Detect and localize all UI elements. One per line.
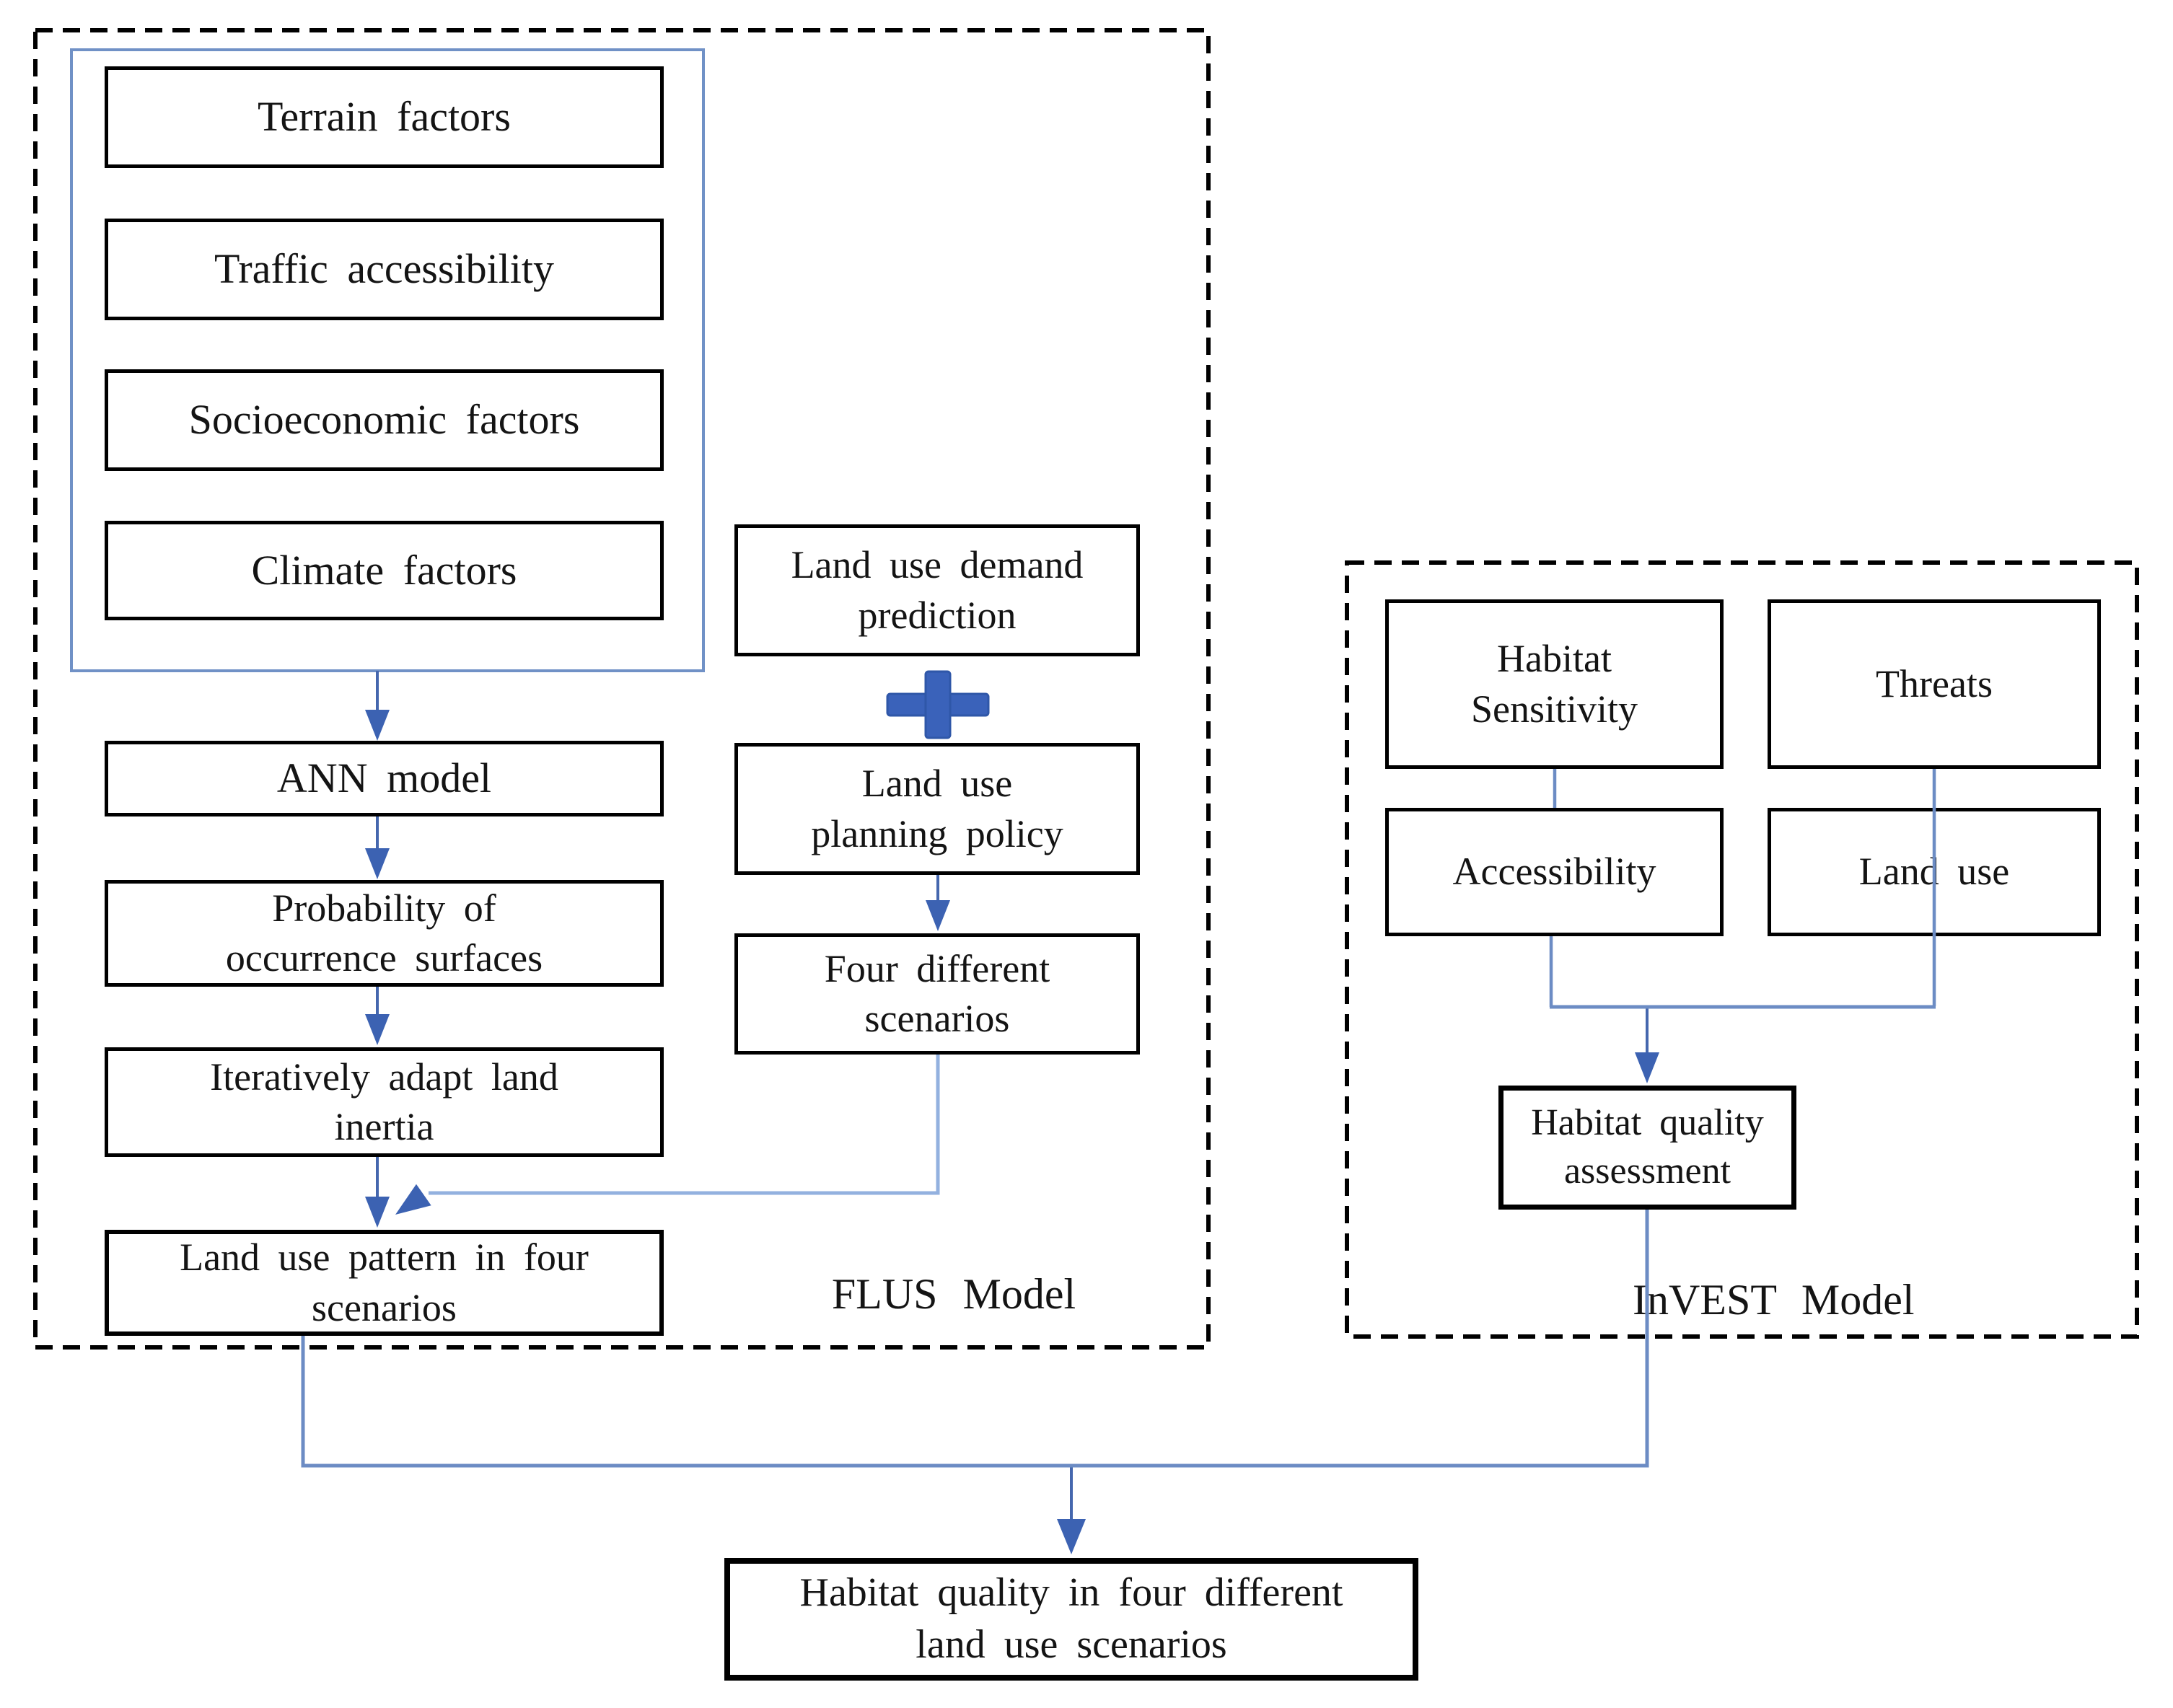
- arrowhead-inertia: [365, 1014, 390, 1045]
- box-traffic-accessibility: Traffic accessibility: [105, 219, 664, 320]
- box-socioeconomic-factors: Socioeconomic factors: [105, 369, 664, 471]
- box-probability-of-occurrence: Probability of occurrence surfaces: [105, 880, 664, 987]
- box-ann-model: ANN model: [105, 741, 664, 816]
- box-land-use-pattern: Land use pattern in four scenarios: [105, 1230, 664, 1336]
- box-accessibility: Accessibility: [1385, 808, 1724, 936]
- box-climate-factors: Climate factors: [105, 521, 664, 620]
- box-iteratively-adapt-land-inertia: Iteratively adapt land inertia: [105, 1047, 664, 1157]
- flus-model-label: FLUS Model: [831, 1270, 1076, 1318]
- arrowhead-probability: [365, 848, 390, 879]
- arrowhead-scenarios: [926, 900, 950, 931]
- box-habitat-quality-assessment: Habitat quality assessment: [1498, 1086, 1796, 1210]
- arrowhead-final: [1057, 1519, 1086, 1554]
- arrowhead-assessment: [1635, 1052, 1659, 1083]
- box-terrain-factors: Terrain factors: [105, 66, 664, 168]
- arrowhead-pattern: [365, 1197, 390, 1228]
- box-land-use-demand-prediction: Land use demand prediction: [734, 524, 1140, 656]
- box-final-habitat-quality: Habitat quality in four different land u…: [724, 1558, 1418, 1681]
- box-land-use: Land use: [1768, 808, 2101, 936]
- box-four-different-scenarios: Four different scenarios: [734, 933, 1140, 1055]
- invest-model-label: InVEST Model: [1633, 1276, 1915, 1324]
- arrowhead-merge-pattern: [395, 1184, 431, 1215]
- box-land-use-planning-policy: Land use planning policy: [734, 743, 1140, 875]
- arrowhead-ann: [365, 710, 390, 741]
- plus-icon: [886, 670, 990, 739]
- box-threats: Threats: [1768, 599, 2101, 769]
- box-habitat-sensitivity: Habitat Sensitivity: [1385, 599, 1724, 769]
